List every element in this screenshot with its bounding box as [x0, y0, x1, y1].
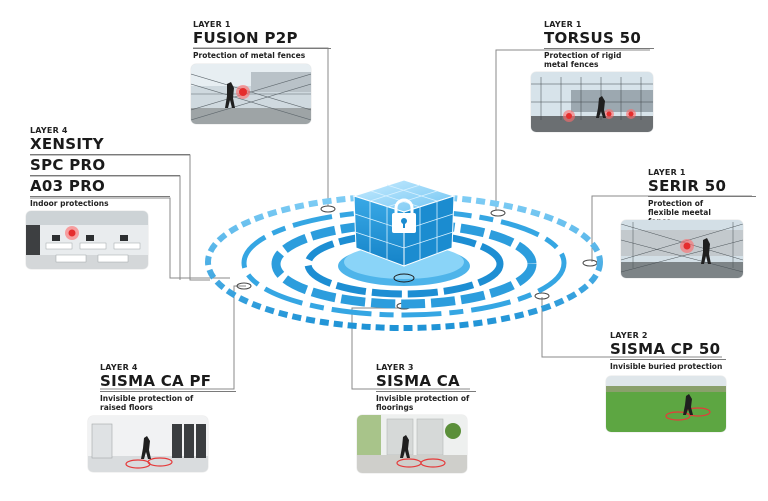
product-description: Invisible buried protection	[610, 362, 723, 371]
label-fusion-p2p: LAYER 1 FUSION P2P Protection of metal f…	[193, 20, 331, 60]
label-sisma-ca-pf: LAYER 4 SISMA CA PF Invisible protection…	[100, 363, 236, 412]
layer-number: LAYER 2	[610, 331, 648, 340]
label-sisma-ca: LAYER 3 SISMA CA Invisible protection of…	[376, 363, 476, 412]
divider	[193, 48, 331, 49]
thumbnail-serir-50	[621, 220, 743, 278]
product-title: SISMA CA PF	[100, 372, 212, 390]
product-title-a03-pro: A03 PRO	[30, 177, 106, 195]
product-description: Invisible protection of raised floors	[100, 394, 194, 412]
product-title: SISMA CA	[376, 372, 460, 390]
label-serir-50: LAYER 1 SERIR 50 Protection of flexible …	[648, 168, 756, 226]
product-title: SISMA CP 50	[610, 340, 721, 358]
lock-cube-icon	[352, 179, 456, 267]
connector-spc	[30, 175, 181, 280]
thumbnail-sisma-cp-50	[606, 376, 726, 432]
outer-ring	[205, 193, 603, 331]
connector-sisma-ca	[351, 307, 470, 390]
layer-number: LAYER 4	[30, 126, 68, 135]
divider	[544, 48, 654, 49]
layer-number: LAYER 1	[648, 168, 686, 177]
product-description: Invisible protection of floorings	[376, 394, 470, 412]
label-indoor-products: LAYER 4 XENSITY SPC PRO A03 PRO Indoor p…	[30, 126, 190, 208]
product-description: Protection of metal fences	[193, 51, 306, 60]
divider	[648, 196, 756, 197]
layer-number: LAYER 1	[193, 20, 231, 29]
alarm-ring-icon	[236, 85, 250, 99]
divider	[376, 391, 476, 392]
thumbnail-sisma-ca-pf	[88, 416, 208, 472]
layer-number: LAYER 3	[376, 363, 414, 372]
connector-xensity	[30, 154, 210, 281]
connector-a03	[30, 197, 230, 279]
product-description: Indoor protections	[30, 199, 109, 208]
label-torsus-50: LAYER 1 TORSUS 50 Protection of rigid me…	[544, 20, 654, 69]
divider	[30, 154, 190, 155]
thumbnail-fusion-p2p	[191, 64, 311, 124]
thumbnail-indoor	[26, 211, 148, 269]
divider	[30, 196, 170, 197]
connector-torsus	[495, 49, 650, 210]
product-title-xensity: XENSITY	[30, 135, 104, 153]
product-title: TORSUS 50	[544, 29, 642, 47]
product-description: Protection of rigid metal fences	[544, 51, 622, 69]
product-title: FUSION P2P	[193, 29, 298, 47]
second-ring	[241, 208, 567, 318]
layer-number: LAYER 1	[544, 20, 582, 29]
layer-number: LAYER 4	[100, 363, 138, 372]
divider	[610, 359, 726, 360]
connector-sisma-cp	[541, 297, 722, 358]
product-title: SERIR 50	[648, 177, 727, 195]
connector-sisma-ca-pf	[100, 285, 246, 390]
divider	[30, 175, 180, 176]
label-sisma-cp-50: LAYER 2 SISMA CP 50 Invisible buried pro…	[610, 331, 726, 371]
thumbnail-sisma-ca	[357, 415, 467, 473]
thumbnail-torsus-50	[531, 72, 653, 132]
product-title-spc-pro: SPC PRO	[30, 156, 106, 174]
divider	[100, 391, 236, 392]
